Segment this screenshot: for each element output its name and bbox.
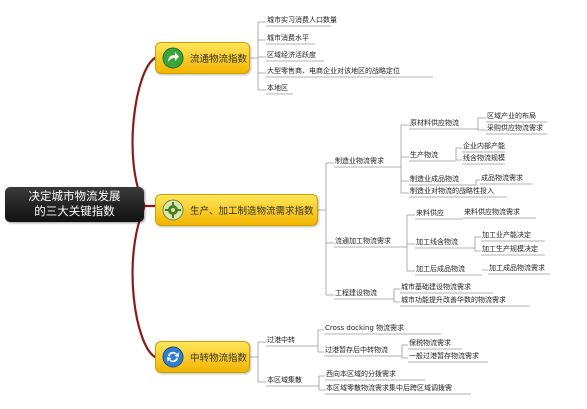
gear-icon: [162, 199, 184, 221]
engineering-item-2: 城市功能提升改善华数的物流需求: [401, 296, 506, 304]
circulation-item-2: 城市消费水平: [267, 34, 309, 42]
circulation-item-5: 本地区: [267, 84, 288, 92]
root-line-2: 的三大关键指数: [34, 204, 115, 218]
finished-goods-item: 成品物流需求: [481, 174, 523, 182]
production-item-1: 企业内部产能: [463, 142, 505, 150]
main-node-production: 生产、加工制造物流需求指数: [155, 194, 318, 226]
production-logistics-node: 生产物流: [410, 151, 438, 159]
temporary-storage-item-1: 保税物流需求: [409, 339, 451, 347]
processing-node: 流通加工物流需求: [335, 237, 391, 245]
engineering-node: 工程建设物流: [335, 289, 377, 297]
circulation-item-4: 大型零售商、电商企业对该地区的战略定位: [267, 67, 400, 75]
main-node-transit: 中转物流指数: [155, 341, 250, 373]
main-node-production-label: 生产、加工制造物流需求指数: [190, 206, 314, 217]
refresh-arrows-icon: [162, 346, 184, 368]
engineering-item-1: 城市基础建设物流需求: [401, 283, 471, 291]
root-node: 决定城市物流发展 的三大关键指数: [5, 187, 144, 222]
temporary-storage-node: 过港暂存后中转物流: [325, 346, 388, 354]
circulation-item-1: 城市实习消费人口数量: [267, 16, 337, 24]
incoming-supply-node: 来料供应: [416, 209, 444, 217]
main-node-circulation: 流通物流指数: [155, 42, 250, 74]
production-item-2: 线含物流规模: [463, 154, 505, 162]
regional-distribution-node: 本区域集散: [267, 376, 302, 384]
raw-material-item-1: 区域产业的布局: [487, 112, 536, 120]
raw-material-node: 原材料供应物流: [410, 119, 459, 127]
post-processing-node: 加工后成品物流: [416, 265, 465, 273]
incoming-supply-item: 来料供应物流需求: [464, 208, 520, 216]
root-line-1: 决定城市物流发展: [28, 189, 121, 203]
strategy-node: 制造业对物流的战略性投入: [410, 187, 494, 195]
processing-line-item-2: 加工生产规模决定: [482, 245, 538, 253]
temporary-storage-item-2: 一般过港暂存物流需求: [409, 352, 479, 360]
forward-arrow-icon: [162, 47, 184, 69]
regional-item-2: 本区域零散物流需求集中后跨区域调拨需: [326, 384, 452, 392]
post-processing-item: 加工成品物流需求: [489, 264, 545, 272]
processing-line-item-1: 加工业产能决定: [482, 231, 531, 239]
connector-main1: [131, 56, 157, 206]
regional-item-1: 西向本区域的分拨需求: [326, 370, 396, 378]
finished-goods-node: 制造业成品物流: [410, 175, 459, 183]
port-transit-node: 过港中转: [267, 336, 295, 344]
processing-line-node: 加工线含物流: [416, 238, 458, 246]
main-node-transit-label: 中转物流指数: [190, 353, 248, 364]
circulation-item-3: 区域经济活跃度: [267, 51, 316, 59]
main-node-circulation-label: 流通物流指数: [190, 54, 248, 65]
raw-material-item-2: 采购供应物流需求: [487, 124, 543, 132]
manufacturing-node: 制造业物流需求: [335, 157, 384, 165]
cross-docking-node: Cross docking 物流需求: [325, 324, 405, 332]
connector-main3: [131, 206, 157, 359]
